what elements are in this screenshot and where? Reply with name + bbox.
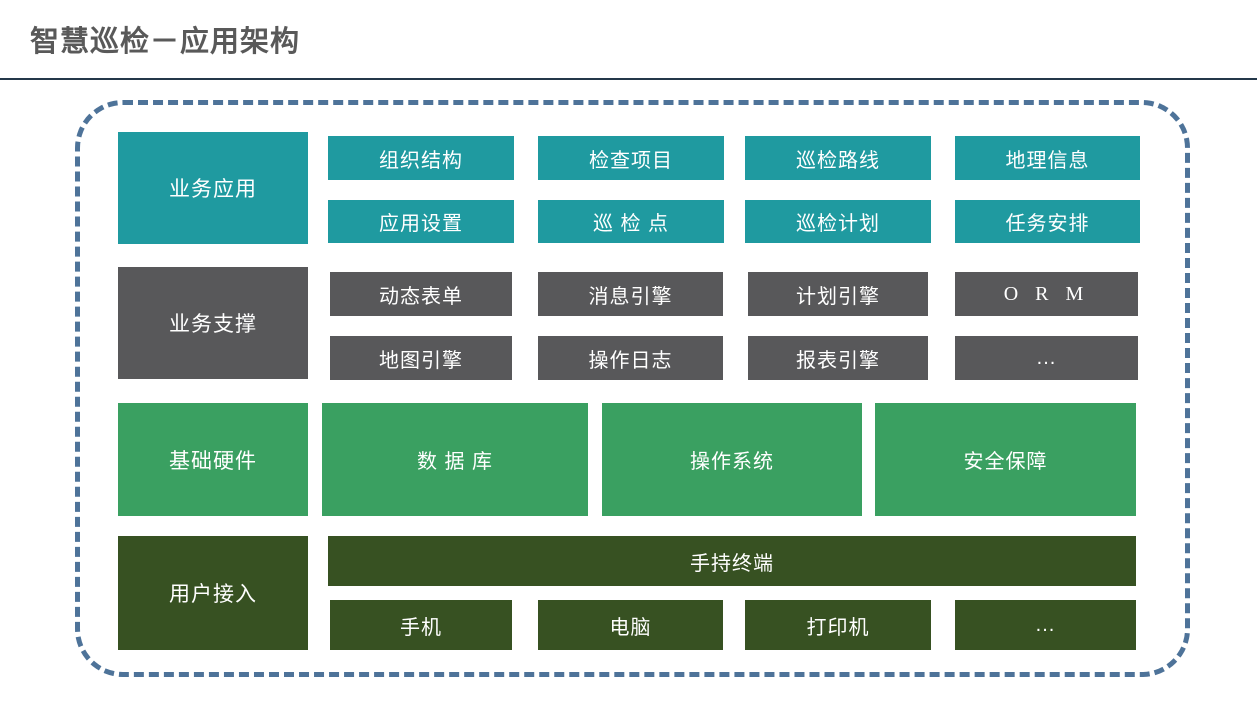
box-orm: O R M xyxy=(955,272,1138,316)
title-divider xyxy=(0,78,1257,80)
box-inspection-plan: 巡检计划 xyxy=(745,200,931,243)
box-geographic-info: 地理信息 xyxy=(955,136,1140,180)
box-more-devices: ... xyxy=(955,600,1136,650)
layer-label-basic-hardware: 基础硬件 xyxy=(118,403,308,516)
box-computer: 电脑 xyxy=(538,600,723,650)
box-dynamic-form: 动态表单 xyxy=(330,272,512,316)
box-task-schedule: 任务安排 xyxy=(955,200,1140,243)
layer-label-user-access: 用户接入 xyxy=(118,536,308,650)
box-handheld-terminal: 手持终端 xyxy=(328,536,1136,586)
box-inspection-route: 巡检路线 xyxy=(745,136,931,180)
page-title: 智慧巡检－应用架构 xyxy=(30,26,301,58)
box-report-engine: 报表引擎 xyxy=(748,336,928,380)
box-operation-log: 操作日志 xyxy=(538,336,723,380)
architecture-dashed-frame xyxy=(75,100,1190,677)
box-map-engine: 地图引擎 xyxy=(330,336,512,380)
box-printer: 打印机 xyxy=(745,600,931,650)
layer-label-business-support: 业务支撑 xyxy=(118,267,308,379)
box-database: 数 据 库 xyxy=(322,403,588,516)
box-plan-engine: 计划引擎 xyxy=(748,272,928,316)
box-more-support: ... xyxy=(955,336,1138,380)
box-mobile-phone: 手机 xyxy=(330,600,512,650)
box-app-settings: 应用设置 xyxy=(328,200,514,243)
box-organization-structure: 组织结构 xyxy=(328,136,514,180)
layer-label-business-application: 业务应用 xyxy=(118,132,308,244)
box-operating-system: 操作系统 xyxy=(602,403,862,516)
box-inspection-items: 检查项目 xyxy=(538,136,724,180)
box-message-engine: 消息引擎 xyxy=(538,272,723,316)
box-security: 安全保障 xyxy=(875,403,1136,516)
box-inspection-point: 巡 检 点 xyxy=(538,200,724,243)
